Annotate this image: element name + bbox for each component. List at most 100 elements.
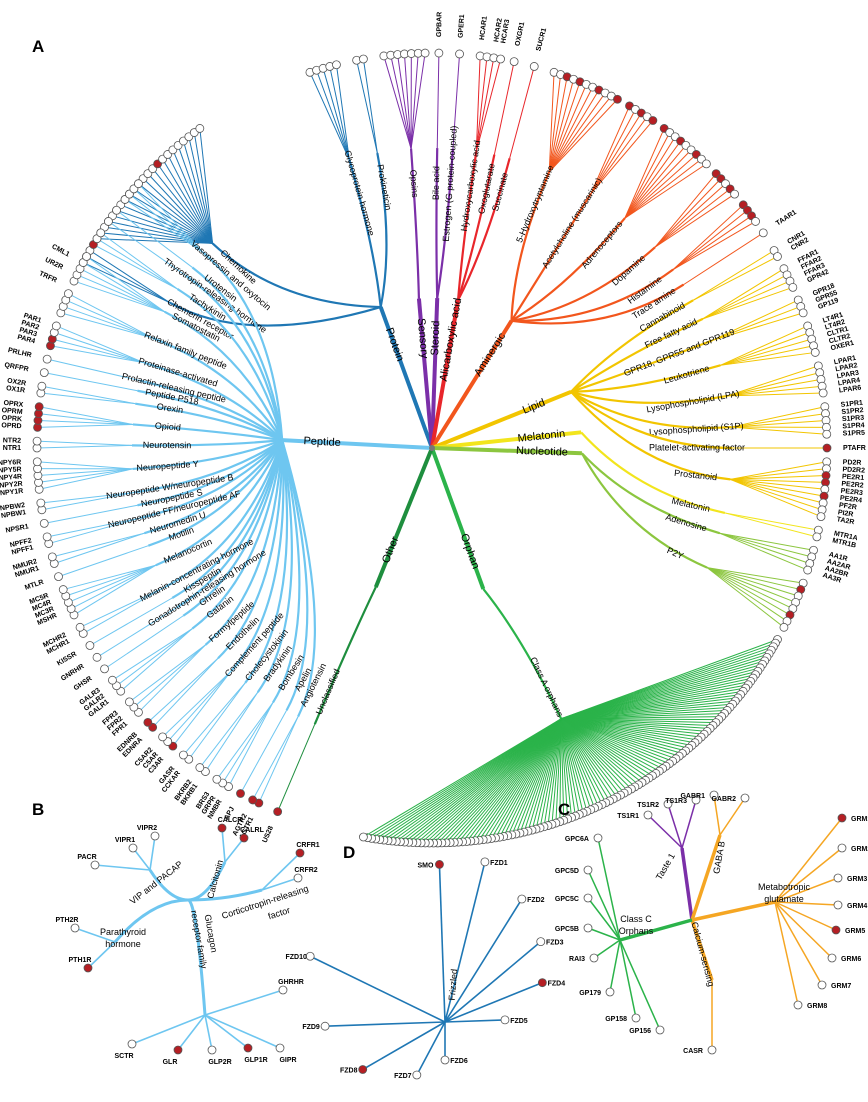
major-label-steroid: Steroid bbox=[429, 320, 442, 355]
panel-b-label-pth1: Parathyroid bbox=[100, 927, 146, 937]
receptor-label-hcar1: HCAR1 bbox=[479, 16, 489, 41]
branch-thyrotropin-releasing-hormone bbox=[185, 275, 284, 441]
leaf-node bbox=[104, 217, 113, 226]
leaf-branch bbox=[561, 718, 692, 746]
panel-c-leaf-branch bbox=[713, 794, 721, 836]
leaf-branch bbox=[76, 274, 165, 313]
panel-c-leaf-branch bbox=[647, 814, 683, 849]
trunk-peptide bbox=[282, 438, 433, 450]
receptor-label-gper1: GPER1 bbox=[458, 14, 467, 38]
leaf-branch bbox=[47, 358, 140, 382]
leaf-branch bbox=[730, 478, 822, 518]
leaf-node bbox=[125, 697, 134, 707]
receptor-label-grm3: GRM3 bbox=[847, 876, 867, 883]
branch-angiotensin bbox=[281, 439, 316, 717]
receptor-label-oprm: OPRM bbox=[1, 407, 23, 416]
branch-tachykinin bbox=[177, 288, 284, 441]
leaf-branch bbox=[142, 178, 213, 244]
receptor-label-hcar2: HCAR2 bbox=[493, 18, 504, 43]
panel-c-leaf-branch bbox=[609, 939, 621, 993]
leaf-node bbox=[455, 49, 464, 59]
leaf-branch bbox=[561, 718, 686, 752]
leaf-branch bbox=[383, 55, 412, 149]
leaf-node bbox=[212, 774, 222, 784]
receptor-label-ur2r: UR2R bbox=[44, 257, 64, 272]
leaf-branch bbox=[129, 644, 206, 703]
branch-ghrelin bbox=[182, 439, 284, 617]
leaf-node bbox=[631, 1013, 641, 1023]
receptor-label-npsr1: NPSR1 bbox=[5, 523, 29, 534]
leaf-node bbox=[127, 1039, 137, 1049]
major-label-lipid: Lipid bbox=[521, 397, 547, 417]
leaf-branch bbox=[560, 718, 625, 794]
branch-gpr18-gpr55-and-gpr119 bbox=[570, 339, 713, 393]
leaf-node bbox=[420, 48, 430, 58]
leaf-branch bbox=[120, 628, 193, 692]
receptor-label-npy1r: NPY1R bbox=[0, 488, 24, 497]
leaf-node bbox=[39, 518, 49, 528]
panel-c-leaf-branch bbox=[597, 837, 621, 941]
trunk-alicarboxylic-acid bbox=[430, 299, 461, 449]
leaf-branch bbox=[40, 491, 136, 504]
leaf-branch bbox=[44, 372, 138, 392]
leaf-branch bbox=[63, 564, 156, 591]
branch-formylpeptide bbox=[204, 440, 284, 646]
group-label-adenosine: Adenosine bbox=[664, 512, 708, 534]
branch-adrenoceptors bbox=[510, 217, 626, 322]
leaf-branch bbox=[560, 718, 660, 772]
leaf-branch bbox=[124, 199, 205, 254]
marked-leaf-node bbox=[273, 807, 283, 816]
leaf-branch bbox=[727, 392, 824, 397]
branch-melatonin bbox=[580, 431, 726, 515]
leaf-branch bbox=[719, 532, 814, 551]
leaf-branch bbox=[561, 718, 680, 757]
leaf-branch bbox=[560, 718, 653, 777]
leaf-branch bbox=[560, 718, 565, 821]
leaf-branch bbox=[499, 718, 562, 838]
leaf-branch bbox=[252, 716, 299, 801]
leaf-branch bbox=[730, 468, 827, 480]
leaf-branch bbox=[720, 345, 814, 366]
panel-d-leaf-branch bbox=[362, 1021, 446, 1071]
leaf-node bbox=[332, 60, 341, 70]
panel-c-label-taste: Taste 1 bbox=[654, 851, 677, 881]
receptor-label-gpc5c: GPC5C bbox=[555, 896, 579, 903]
receptor-label-cml1: CML1 bbox=[50, 243, 70, 258]
leaf-branch bbox=[730, 478, 825, 490]
leaf-node bbox=[128, 843, 138, 853]
trunk-protein bbox=[378, 306, 434, 449]
leaf-branch bbox=[672, 221, 756, 270]
receptor-label-oxgr1: OXGR1 bbox=[514, 21, 526, 47]
leaf-branch bbox=[70, 564, 157, 610]
leaf-branch bbox=[560, 718, 629, 792]
receptor-label-fzd8: FZD8 bbox=[340, 1068, 358, 1075]
leaf-branch bbox=[116, 209, 193, 268]
leaf-node bbox=[412, 1070, 422, 1080]
receptor-label-pth2r: PTH2R bbox=[56, 917, 79, 924]
leaf-branch bbox=[672, 209, 748, 270]
receptor-label-npff2: NPFF2 bbox=[9, 537, 32, 549]
leaf-branch bbox=[478, 718, 562, 841]
receptor-label-grm4: GRM4 bbox=[847, 903, 867, 910]
branch-estrogen-g-protein-coupled bbox=[436, 148, 455, 299]
leaf-branch bbox=[548, 79, 575, 172]
branch-somatostatin bbox=[164, 310, 284, 441]
panel-d-leaf-branch bbox=[444, 861, 486, 1023]
panel-c-leaf-branch bbox=[774, 817, 843, 903]
leaf-branch bbox=[548, 72, 555, 172]
branch-neuropeptide-ff-neuropeptide-af bbox=[140, 439, 284, 520]
major-label-peptide: Peptide bbox=[303, 435, 341, 449]
receptor-label-fzd1: FZD1 bbox=[490, 860, 508, 867]
panel-b-leaf-branch bbox=[221, 827, 226, 863]
receptor-label-grm8: GRM8 bbox=[807, 1003, 827, 1010]
leaf-branch bbox=[436, 53, 440, 149]
leaf-node bbox=[70, 923, 80, 933]
leaf-node bbox=[707, 1045, 717, 1055]
group-label-melatonin: Melatonin bbox=[671, 496, 711, 514]
leaf-node bbox=[96, 228, 106, 238]
receptor-label-lpar2: LPAR2 bbox=[835, 362, 858, 373]
panel-c-leaf-branch bbox=[593, 939, 621, 959]
group-label-hydroxycarboxylic-acid: Hydroxycarboxylic acid bbox=[459, 140, 482, 232]
panel-b-leaf-branch bbox=[261, 877, 299, 891]
leaf-node bbox=[150, 831, 160, 841]
